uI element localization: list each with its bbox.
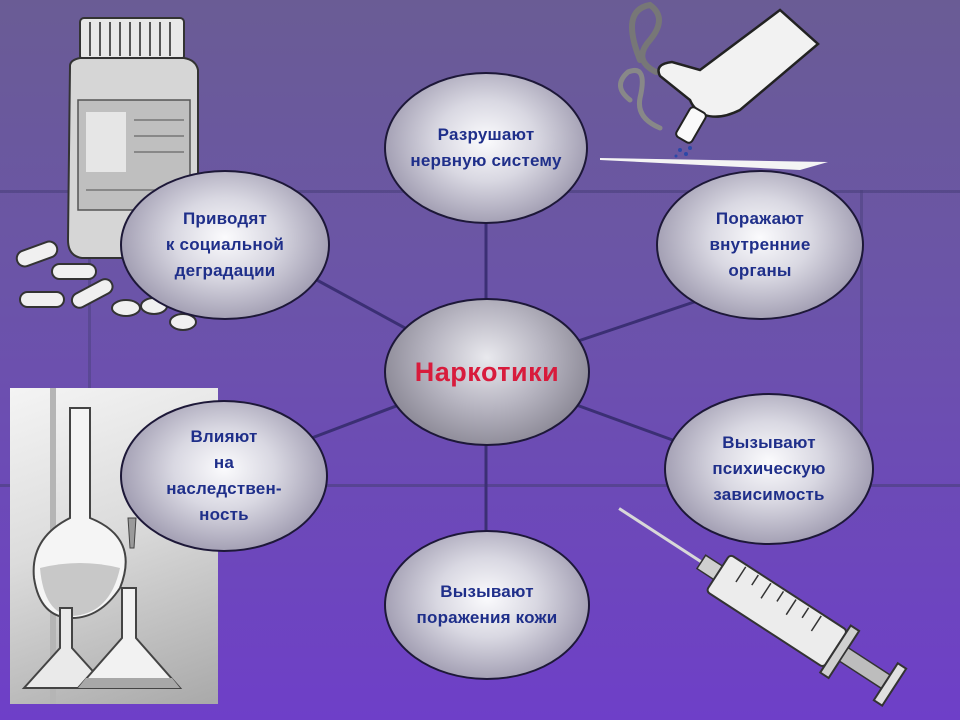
center-label: Наркотики [414, 357, 560, 387]
node-organs-label: Поражают внутренние органы [709, 209, 811, 280]
pills-icon [15, 240, 197, 331]
node-dependence-label: Вызывают психическую зависимость [712, 433, 826, 504]
syringe-icon [618, 507, 908, 707]
band-line [88, 190, 91, 490]
node-degradation-label: Приводят к социальной деградации [165, 209, 285, 280]
node-dependence: Вызывают психическую зависимость [664, 393, 874, 545]
node-skin: Вызывают поражения кожи [384, 530, 590, 680]
band-line [860, 190, 863, 490]
hand-cigarette-icon [600, 1, 828, 170]
node-nerve-label: Разрушают нервную систему [410, 125, 562, 170]
node-heredity: Влияют на наследствен- ность [120, 400, 328, 552]
node-nerve: Разрушают нервную систему [384, 72, 588, 224]
node-degradation: Приводят к социальной деградации [120, 170, 330, 320]
center-node: Наркотики [384, 298, 590, 446]
node-heredity-label: Влияют на наследствен- ность [166, 427, 282, 524]
node-skin-label: Вызывают поражения кожи [416, 582, 558, 627]
band-line [0, 484, 960, 487]
node-organs: Поражают внутренние органы [656, 170, 864, 320]
